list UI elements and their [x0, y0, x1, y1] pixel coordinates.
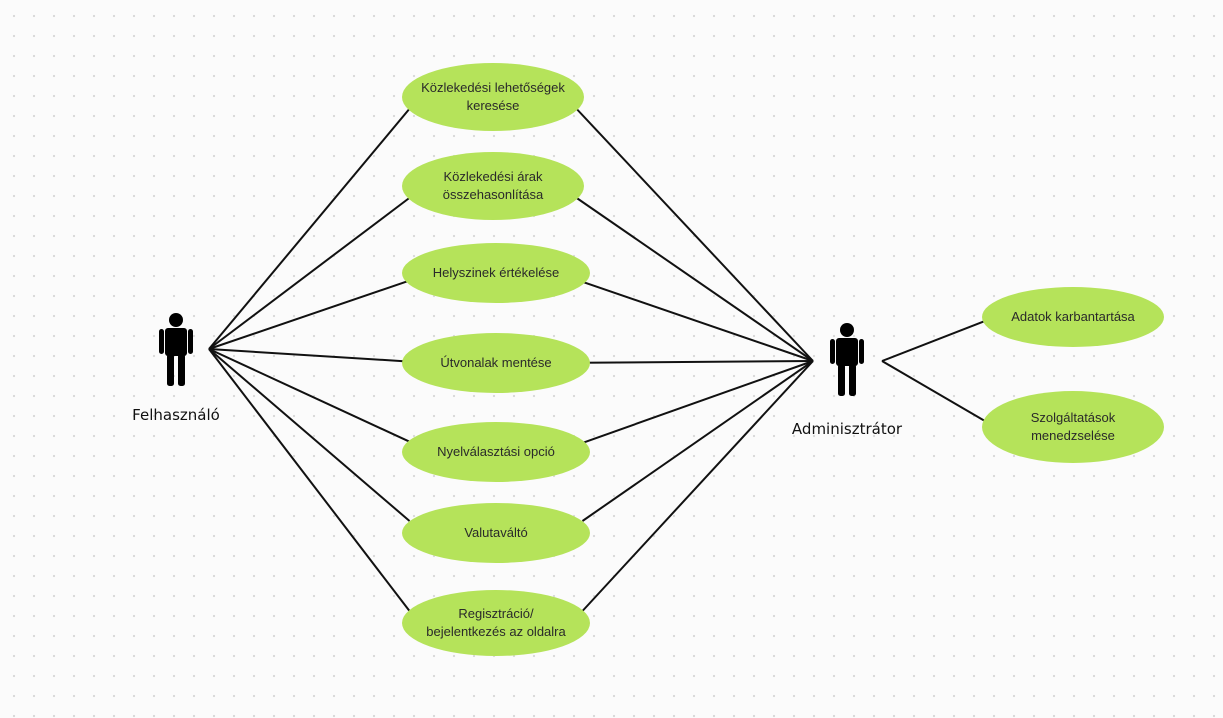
use-case-helyszinek-ertekelese[interactable]: Helyszinek értékelése [402, 243, 590, 303]
association-felhasznalo-kozlekedesi-lehetosegek [208, 108, 411, 350]
use-case-ellipse [402, 152, 584, 220]
association-felhasznalo-kozlekedesi-arak [208, 197, 410, 350]
use-case-label: Szolgáltatások [1031, 410, 1116, 425]
use-case-label: Helyszinek értékelése [433, 265, 559, 280]
use-case-kozlekedesi-arak[interactable]: Közlekedési árak összehasonlítása [402, 152, 584, 220]
use-case-adatok-karbantartasa[interactable]: Adatok karbantartása [982, 287, 1164, 347]
use-case-kozlekedesi-lehetosegek[interactable]: Közlekedési lehetőségek keresése [402, 63, 584, 131]
actor-label: Felhasználó [132, 406, 220, 424]
actor-adminisztrator[interactable]: Adminisztrátor [792, 323, 903, 438]
use-case-szolgaltatasok-menedzselese[interactable]: Szolgáltatások menedzselése [982, 391, 1164, 463]
use-case-ellipse [402, 503, 590, 563]
use-case-label: keresése [467, 98, 520, 113]
association-adminisztrator-szolgaltatasok-menedzselese [881, 360, 985, 422]
use-case-ellipse [402, 243, 590, 303]
association-felhasznalo-regisztracio [208, 348, 411, 612]
use-case-valutavalto[interactable]: Valutaváltó [402, 503, 590, 563]
association-adminisztrator-helyszinek-ertekelese [582, 280, 814, 362]
use-case-nyelvvalasztasi-opcio[interactable]: Nyelválasztási opció [402, 422, 590, 482]
association-adminisztrator-adatok-karbantartasa [881, 320, 985, 362]
use-case-ellipse [402, 422, 590, 482]
use-case-label: Útvonalak mentése [440, 355, 551, 370]
use-case-label: bejelentkezés az oldalra [426, 624, 566, 639]
associations [208, 108, 985, 612]
use-case-label: összehasonlítása [443, 187, 544, 202]
association-felhasznalo-utvonalak-mentese [208, 348, 410, 363]
person-icon [830, 323, 864, 396]
association-felhasznalo-valutavalto [208, 348, 411, 522]
use-case-ellipse [402, 63, 584, 131]
use-case-ellipse [402, 590, 590, 656]
use-case-regisztracio[interactable]: Regisztráció/bejelentkezés az oldalra [402, 590, 590, 656]
association-adminisztrator-nyelvvalasztasi-opcio [582, 360, 814, 444]
association-adminisztrator-valutavalto [581, 360, 814, 522]
association-felhasznalo-helyszinek-ertekelese [208, 279, 410, 350]
use-case-label: Regisztráció/ [458, 606, 534, 621]
association-adminisztrator-utvonalak-mentese [582, 360, 814, 364]
association-felhasznalo-nyelvvalasztasi-opcio [208, 348, 410, 443]
use-case-utvonalak-mentese[interactable]: Útvonalak mentése [402, 333, 590, 393]
person-icon [159, 313, 193, 386]
use-case-label: Nyelválasztási opció [437, 444, 555, 459]
use-case-label: Valutaváltó [464, 525, 527, 540]
use-case-label: Közlekedési lehetőségek [421, 80, 565, 95]
use-cases: Közlekedési lehetőségekkereséseKözlekedé… [402, 63, 1164, 656]
use-case-ellipse [982, 287, 1164, 347]
actor-label: Adminisztrátor [792, 420, 903, 438]
association-adminisztrator-kozlekedesi-arak [576, 197, 814, 362]
use-case-label: Adatok karbantartása [1011, 309, 1135, 324]
association-adminisztrator-kozlekedesi-lehetosegek [575, 108, 814, 362]
use-case-ellipse [982, 391, 1164, 463]
use-case-ellipse [402, 333, 590, 393]
actor-felhasznalo[interactable]: Felhasználó [132, 313, 220, 424]
association-adminisztrator-regisztracio [581, 360, 814, 612]
use-case-label: Közlekedési árak [444, 169, 543, 184]
use-case-label: menedzselése [1031, 428, 1115, 443]
